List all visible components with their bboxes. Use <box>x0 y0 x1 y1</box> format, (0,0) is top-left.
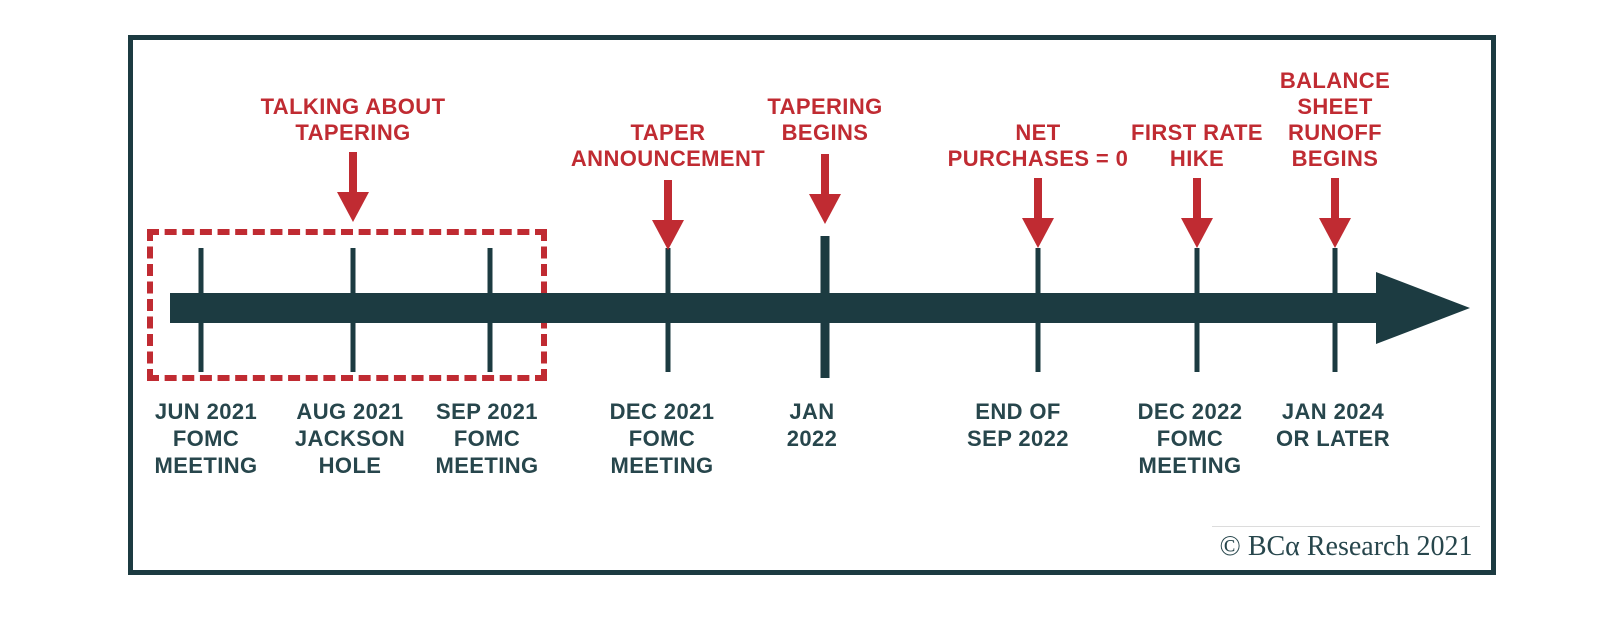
tick-aug-2021-jackson-hole <box>350 248 356 372</box>
arrow-shaft <box>664 180 672 220</box>
arrow-head <box>809 194 841 224</box>
arrow-head <box>652 220 684 250</box>
event-label-tapering-begins: TAPERING BEGINS <box>767 94 883 145</box>
down-arrow-icon <box>1022 178 1054 248</box>
event-label-first-rate-hike: FIRST RATE HIKE <box>1131 120 1263 171</box>
date-label-jan-2022: JAN 2022 <box>786 399 838 451</box>
date-label-dec-2021-fomc-meeting: DEC 2021 FOMC MEETING <box>609 399 715 478</box>
date-label-end-of-sep-2022: END OF SEP 2022 <box>967 399 1069 451</box>
arrow-shaft <box>821 154 829 194</box>
date-label-jun-2021-fomc-meeting: JUN 2021 FOMC MEETING <box>154 399 258 478</box>
arrow-head <box>337 192 369 222</box>
tick-jan-2024-or-later <box>1332 248 1338 372</box>
tick-jan-2022 <box>820 236 830 378</box>
arrow-shaft <box>1331 178 1339 218</box>
date-label-aug-2021-jackson-hole: AUG 2021 JACKSON HOLE <box>294 399 406 478</box>
event-label-taper-announcement: TAPER ANNOUNCEMENT <box>570 120 766 171</box>
date-label-dec-2022-fomc-meeting: DEC 2022 FOMC MEETING <box>1137 399 1243 478</box>
copyright-bca-research: © BCα Research 2021 <box>1212 526 1480 563</box>
tick-jun-2021-fomc <box>198 248 204 372</box>
timeline-axis <box>170 293 1378 323</box>
down-arrow-icon <box>652 180 684 250</box>
tick-end-of-sep-2022 <box>1035 248 1041 372</box>
tick-sep-2021-fomc <box>487 248 493 372</box>
event-label-talking-about-tapering: TALKING ABOUT TAPERING <box>260 94 446 145</box>
figure-border <box>128 35 1496 575</box>
arrow-shaft <box>1193 178 1201 218</box>
arrow-head <box>1022 218 1054 248</box>
event-label-net-purchases-zero: NET PURCHASES = 0 <box>947 120 1129 171</box>
down-arrow-icon <box>1319 178 1351 248</box>
date-label-jan-2024-or-later: JAN 2024 OR LATER <box>1275 399 1391 451</box>
tick-dec-2022-fomc <box>1194 248 1200 372</box>
timeline-arrowhead-icon <box>1376 272 1470 344</box>
arrow-shaft <box>349 152 357 192</box>
tick-dec-2021-fomc <box>665 248 671 372</box>
arrow-shaft <box>1034 178 1042 218</box>
down-arrow-icon <box>337 152 369 222</box>
event-label-balance-sheet-runoff-begins: BALANCE SHEET RUNOFF BEGINS <box>1279 68 1391 171</box>
down-arrow-icon <box>809 154 841 224</box>
arrow-head <box>1319 218 1351 248</box>
date-label-sep-2021-fomc-meeting: SEP 2021 FOMC MEETING <box>435 399 539 478</box>
arrow-head <box>1181 218 1213 248</box>
down-arrow-icon <box>1181 178 1213 248</box>
